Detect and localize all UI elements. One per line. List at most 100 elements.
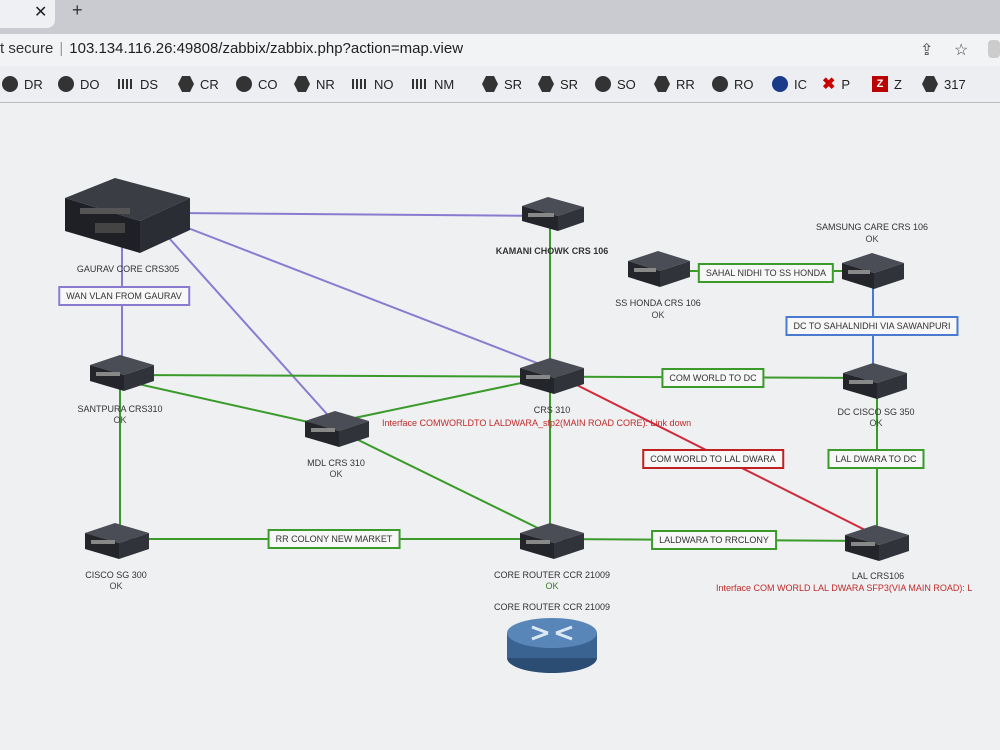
link-gaurav-kamani[interactable] — [174, 212, 551, 217]
switch-icon-lal[interactable] — [845, 525, 909, 561]
link-label-lal-dwara-dc[interactable]: LAL DWARA TO DC — [827, 449, 925, 469]
close-tab-icon[interactable]: ✕ — [34, 4, 48, 21]
switch-icon-mdl[interactable] — [305, 411, 369, 447]
bookmark-label: RR — [676, 76, 695, 92]
label-core-router: CORE ROUTER CCR 21009 — [493, 570, 611, 580]
bookmark-ds-2[interactable]: DS — [118, 75, 158, 93]
bookmark-no-6[interactable]: NO — [352, 75, 394, 93]
bookmark-label: P — [841, 76, 851, 92]
label-gaurav: GAURAV CORE CRS305 — [76, 264, 180, 274]
link-gaurav-crs310[interactable] — [174, 222, 551, 369]
bookmark-label: Z — [894, 76, 902, 92]
switch-icon-kamani[interactable] — [522, 197, 584, 231]
browser-tab[interactable]: ✕ — [0, 0, 55, 28]
bookmark-sr-8[interactable]: SR — [482, 75, 522, 93]
bookmark-label: SO — [617, 76, 636, 92]
label-santpura: SANTPURA CRS310 — [77, 404, 163, 414]
bookmark-label: RO — [734, 76, 754, 92]
bookmark-hex-icon — [294, 76, 310, 92]
link-label-sahal-nidhi[interactable]: SAHAL NIDHI TO SS HONDA — [697, 263, 835, 283]
bookmark-zbx-icon: Z — [872, 76, 888, 92]
link-label-dc-to-sahal[interactable]: DC TO SAHALNIDHI VIA SAWANPURI — [785, 316, 959, 336]
link-label-laldwara-rr[interactable]: LALDWARA TO RRCLONY — [651, 530, 777, 550]
bookmark-round-icon — [595, 76, 611, 92]
bookmark-label: IC — [794, 76, 807, 92]
bookmark-label: SR — [504, 76, 523, 92]
bookmark-nm-7[interactable]: NM — [412, 75, 454, 93]
link-santpura-mdl[interactable] — [124, 380, 336, 429]
bookmark-label: DR — [24, 76, 43, 92]
bookmark-cr-3[interactable]: CR — [178, 75, 219, 93]
profile-icon[interactable] — [988, 40, 1000, 58]
switch-icon-dc-cisco[interactable] — [843, 363, 907, 399]
network-map: GAURAV CORE CRS305 KAMANI CHOWK CRS 106 … — [0, 103, 1000, 750]
bookmark-round-icon — [236, 76, 252, 92]
bookmark-dr-0[interactable]: DR — [2, 75, 43, 93]
bookmark-hex-icon — [654, 76, 670, 92]
bookmark-hex-icon — [178, 76, 194, 92]
status-mdl: OK — [329, 469, 343, 479]
bookmark-so-10[interactable]: SO — [595, 75, 636, 93]
label-lal: LAL CRS106 — [851, 571, 905, 581]
switch-icon-samsung[interactable] — [842, 253, 904, 289]
security-indicator[interactable]: t secure — [0, 40, 54, 57]
status-samsung: OK — [865, 234, 879, 244]
share-icon[interactable]: ⇪ — [920, 42, 934, 59]
bookmark-red-icon: ✖ — [822, 76, 836, 93]
bookmark-label: NR — [316, 76, 335, 92]
bookmark-cisco-icon — [118, 79, 134, 89]
address-bar[interactable]: t secure|103.134.116.26:49808/zabbix/zab… — [0, 34, 1000, 66]
url-text[interactable]: 103.134.116.26:49808/zabbix/zabbix.php?a… — [69, 40, 464, 57]
bookmark-label: NM — [434, 76, 455, 92]
bookmark-round-icon — [58, 76, 74, 92]
bookmark-ro-12[interactable]: RO — [712, 75, 754, 93]
switch-icon-gaurav[interactable] — [65, 178, 190, 253]
bookmark-hex-icon — [482, 76, 498, 92]
bookmark-hex-icon — [538, 76, 554, 92]
link-label-wan-vlan[interactable]: WAN VLAN FROM GAURAV — [58, 286, 190, 306]
bookmark-label: DS — [140, 76, 159, 92]
status-ss-honda: OK — [651, 310, 665, 320]
bookmark-blue-icon — [772, 76, 788, 92]
bookmark-round-icon — [2, 76, 18, 92]
bookmark-label: CO — [258, 76, 278, 92]
link-gaurav-mdl[interactable] — [159, 227, 336, 424]
bookmark-nr-5[interactable]: NR — [294, 75, 335, 93]
switch-icon-santpura[interactable] — [90, 355, 154, 391]
switch-icon-crs310[interactable] — [520, 358, 584, 394]
label-core-router-icon: CORE ROUTER CCR 21009 — [493, 602, 611, 612]
label-cisco-sg300: CISCO SG 300 — [85, 570, 147, 580]
bookmark-317-16[interactable]: 317 — [922, 75, 966, 93]
bookmark-co-4[interactable]: CO — [236, 75, 278, 93]
status-core-router: OK — [545, 581, 559, 591]
label-samsung: SAMSUNG CARE CRS 106 — [815, 222, 929, 232]
switch-icon-ss-honda[interactable] — [628, 251, 690, 287]
link-label-rr-colony[interactable]: RR COLONY NEW MARKET — [267, 529, 401, 549]
link-label-com-world-dc[interactable]: COM WORLD TO DC — [661, 368, 765, 388]
bookmark-label: SR — [560, 76, 579, 92]
bookmark-p-14[interactable]: ✖P — [822, 75, 850, 93]
bookmark-do-1[interactable]: DO — [58, 75, 100, 93]
switch-icon-core-router[interactable] — [520, 523, 584, 559]
bookmark-star-icon[interactable]: ☆ — [954, 42, 969, 59]
router-icon-core[interactable] — [507, 618, 597, 673]
bookmark-hex-icon — [922, 76, 938, 92]
tab-bar: ✕ + — [0, 0, 1000, 34]
status-dc-cisco: OK — [869, 418, 883, 428]
switch-icon-cisco-sg300[interactable] — [85, 523, 149, 559]
bookmark-round-icon — [712, 76, 728, 92]
new-tab-button[interactable]: + — [72, 0, 83, 20]
link-mdl-core[interactable] — [339, 430, 549, 534]
bookmark-label: DO — [80, 76, 100, 92]
bookmark-sr-9[interactable]: SR — [538, 75, 578, 93]
link-mdl-crs310[interactable] — [339, 377, 546, 422]
bookmark-ic-13[interactable]: IC — [772, 75, 807, 93]
bookmark-label: CR — [200, 76, 219, 92]
bookmark-rr-11[interactable]: RR — [654, 75, 695, 93]
link-label-com-world-lal[interactable]: COM WORLD TO LAL DWARA — [642, 449, 784, 469]
label-dc-cisco: DC CISCO SG 350 — [837, 407, 915, 417]
status-santpura: OK — [113, 415, 127, 425]
bookmark-cisco-icon — [352, 79, 368, 89]
